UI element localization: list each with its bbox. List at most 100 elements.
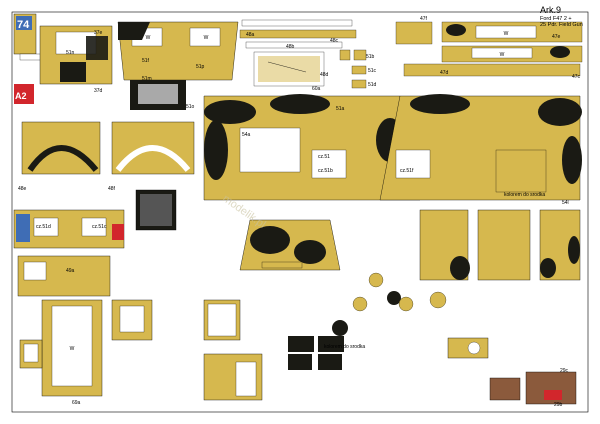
label-47d: 47d xyxy=(440,70,449,76)
model-part-shape xyxy=(14,84,34,104)
model-part-shape xyxy=(540,258,556,278)
model-part-shape xyxy=(118,22,150,40)
model-part-shape xyxy=(261,261,303,269)
model-part-shape xyxy=(138,84,178,104)
label-51a: 51a xyxy=(336,106,345,112)
model-part-shape xyxy=(562,136,582,184)
tactical-sign-marking: A2 xyxy=(15,91,27,101)
label-47e: 47e xyxy=(552,34,561,40)
label-60a: 60a xyxy=(312,86,321,92)
model-part-shape xyxy=(403,63,581,77)
cab-panel-37: 37e 37d 51n xyxy=(39,25,113,94)
canopy-part xyxy=(239,219,341,271)
model-part-shape xyxy=(351,79,367,89)
label-37a: 48e xyxy=(18,186,27,192)
model-part-shape xyxy=(204,120,228,180)
model-part-shape xyxy=(51,305,93,387)
model-part-shape xyxy=(258,56,320,82)
w-label-2: W xyxy=(204,35,209,41)
model-part-shape xyxy=(207,303,237,337)
model-part-shape xyxy=(115,145,191,172)
label-54l: 54l xyxy=(562,200,569,206)
model-part-shape xyxy=(86,36,108,60)
model-part-shape xyxy=(475,25,537,39)
camo-note-1: kolorem do srodka xyxy=(504,192,545,198)
label-48b: 48b xyxy=(286,44,295,50)
model-part-shape xyxy=(250,226,290,254)
model-part-shape xyxy=(471,47,533,59)
label-51f: 51f xyxy=(142,58,150,64)
sheet-subtitle-2: 25 Pdr. Field Gun xyxy=(540,22,583,28)
label-49a: 49a xyxy=(66,268,75,274)
model-part-shape xyxy=(288,336,314,352)
model-part-shape xyxy=(189,27,221,47)
windshield-frame: 51f 51m 51o 51p W W xyxy=(117,21,239,110)
label-51m: 51m xyxy=(142,76,152,82)
w-label-1: W xyxy=(146,35,151,41)
model-part-shape xyxy=(352,296,368,312)
label-48a: 48a xyxy=(246,32,255,38)
model-part-shape xyxy=(23,261,47,281)
cz51c-label: cz.51c xyxy=(92,224,107,230)
bracket-right xyxy=(447,337,489,359)
model-part-shape xyxy=(495,149,547,193)
model-part-shape xyxy=(27,145,99,172)
label-51n: 51n xyxy=(66,50,75,56)
model-part-shape xyxy=(429,291,447,309)
model-part-shape xyxy=(23,343,39,363)
unit-number-marking: 74 xyxy=(17,19,30,31)
model-part-shape xyxy=(16,214,30,242)
label-37c: 48f xyxy=(108,186,116,192)
camo-note-2: kolorem do srodka xyxy=(324,344,365,350)
model-part-shape xyxy=(33,217,59,237)
sheet-title: Ark.9 xyxy=(540,5,561,15)
label-51o: 51o xyxy=(186,104,195,110)
model-part-shape xyxy=(235,361,257,397)
model-part-shape xyxy=(81,217,107,237)
model-part-shape xyxy=(450,256,470,280)
label-29c: 29c xyxy=(560,368,569,374)
w-label-4: W xyxy=(500,52,505,58)
top-strips: 48a 48b 48c 48d 60a xyxy=(239,19,357,92)
title-block: Ark.9 xyxy=(540,5,561,15)
model-part-shape xyxy=(241,19,353,27)
model-part-shape xyxy=(368,272,384,288)
door-left-marked: cz.51d cz.51c xyxy=(13,209,125,249)
model-part-shape xyxy=(140,194,172,226)
label-69a: 69a xyxy=(72,400,81,406)
label-48d: 48d xyxy=(320,72,329,78)
round-parts xyxy=(332,272,447,336)
label-37d: 37d xyxy=(94,88,103,94)
model-part-shape xyxy=(339,49,351,61)
model-part-shape xyxy=(387,291,401,305)
model-part-shape xyxy=(267,61,307,73)
model-part-shape xyxy=(204,100,256,124)
model-part-shape xyxy=(60,62,86,82)
label-54a: 54a xyxy=(242,132,251,138)
label-47f: 47f xyxy=(420,16,428,22)
small-parts-col: 51b 51c 51d xyxy=(339,49,377,89)
model-part-shape xyxy=(351,65,367,75)
cz51d-label: cz.51d xyxy=(36,224,51,230)
model-part-shape xyxy=(446,24,466,36)
model-part-shape xyxy=(538,98,582,126)
model-part-shape xyxy=(332,320,348,336)
boxes-center: kolorem do srodka xyxy=(288,336,365,370)
grille-part xyxy=(135,189,177,231)
model-part-shape xyxy=(568,236,580,264)
label-51c: 51c xyxy=(368,68,377,74)
label-51d: 51d xyxy=(368,82,377,88)
cab-back-large: W 69a xyxy=(41,299,103,406)
w-label-5: W xyxy=(70,346,75,352)
model-part-shape xyxy=(239,127,301,173)
sheet-subtitle-1: Ford F47 2 + xyxy=(540,16,572,22)
cz51f-label: cz.51f xyxy=(400,168,414,174)
model-part-shape xyxy=(16,16,32,30)
label-37e: 37e xyxy=(94,30,103,36)
cz51b-label: cz.51b xyxy=(318,168,333,174)
model-part-shape xyxy=(395,21,433,45)
model-part-shape xyxy=(318,336,344,352)
hood-large-left: 54a cz.51 cz.51b 51a xyxy=(203,94,421,201)
